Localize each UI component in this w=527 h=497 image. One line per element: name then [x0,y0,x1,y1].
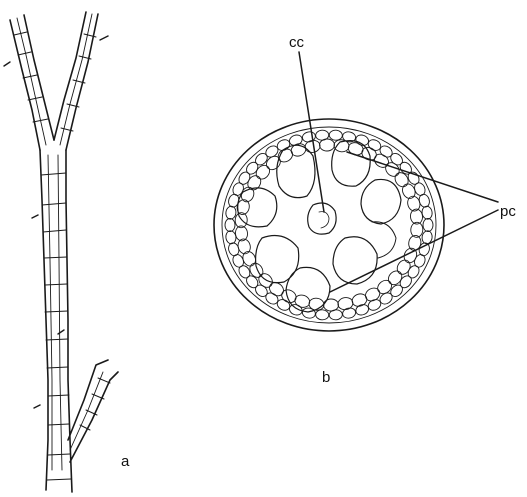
cortical-cell [302,307,317,319]
cortical-cell [395,258,413,277]
cortical-cell [315,309,329,320]
panel-b-cross-section-drawing [214,119,444,331]
cortical-cell [354,133,370,147]
callout-lines [299,52,498,292]
cortical-cell [423,219,433,232]
cortical-cell [329,130,343,141]
cortical-cell [421,206,433,220]
cortical-cell [253,163,272,182]
cortical-cell [386,268,405,287]
cortical-cell [225,219,235,232]
callout-label-cc: cc [289,34,305,51]
pc-leader-line-lower [330,210,498,292]
cortical-cell [354,303,370,317]
callout-label-pc: pc [500,203,516,220]
cortical-cell [337,296,354,311]
cortical-cell [323,299,338,311]
cortical-cell [319,139,334,151]
cortical-cell [225,230,237,244]
cortical-cell [225,206,237,220]
panel-a-filament-drawing [4,12,118,492]
cortical-cell [288,303,304,317]
panel-a-label: a [121,453,130,470]
panel-b-label: b [322,369,330,386]
